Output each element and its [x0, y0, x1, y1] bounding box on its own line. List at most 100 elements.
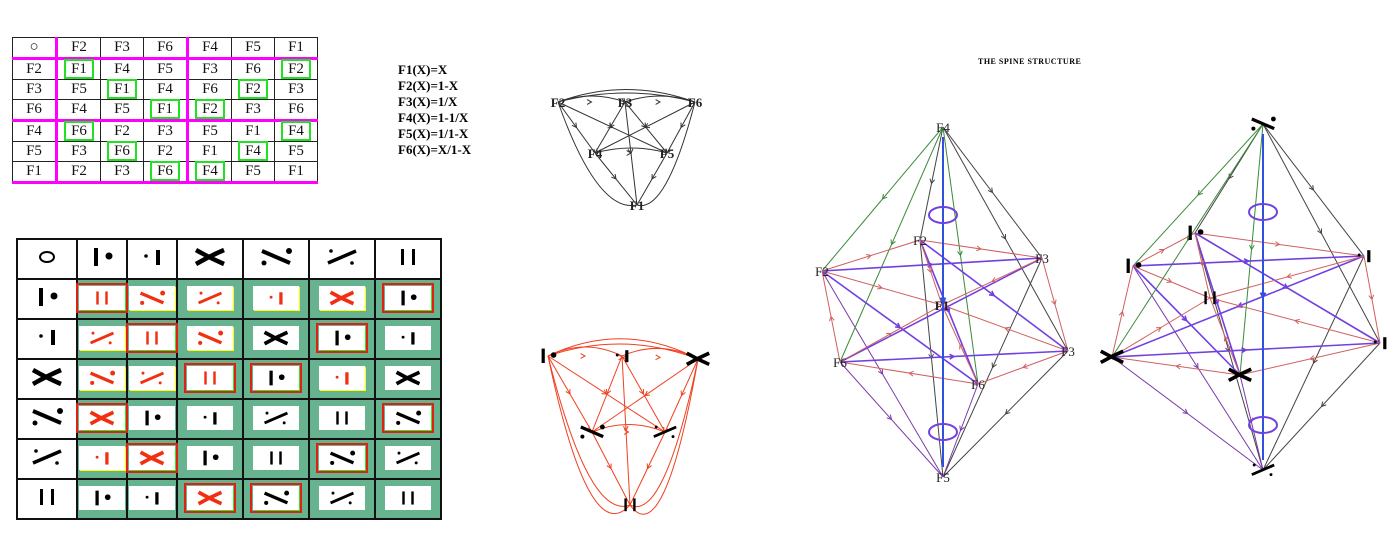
arrow-icon [592, 148, 599, 155]
symbol-cell-cross [76, 398, 128, 440]
cell-value: F3 [202, 61, 218, 77]
arrow-icon [644, 390, 651, 397]
symbol-cell-bar-dot [374, 278, 442, 320]
cell-value: F6 [64, 121, 94, 141]
graph-edge [636, 101, 696, 207]
symbol-cell-slash-dots [242, 398, 310, 440]
spine-node-f2b: F2 [815, 264, 829, 279]
arrow-icon [928, 353, 934, 360]
cell-value: F3 [71, 143, 87, 159]
symbol-graph-edge [591, 424, 666, 433]
arrow-icon [1001, 233, 1007, 240]
arrow-icon [959, 343, 965, 350]
arrow-icon [1317, 228, 1323, 235]
cell-value: F3 [245, 101, 261, 117]
arrow-icon [1223, 335, 1230, 342]
bar-dot-icon [382, 283, 434, 313]
cell-value: F6 [245, 61, 261, 77]
table-cell: F2 [56, 37, 101, 60]
dot-bar-icon [79, 446, 125, 470]
symbol-cell-backslash-dots [308, 438, 376, 480]
node-f2: F2 [551, 95, 565, 110]
arrow-icon [988, 290, 996, 297]
table-cell: F5 [231, 161, 275, 184]
symbol-cell-double-bar [76, 278, 128, 320]
symbol-cell-slash-dots [176, 278, 244, 320]
arrow-icon [926, 267, 933, 274]
arrow-icon [885, 332, 892, 338]
spine-node-f3b: F3 [1061, 344, 1075, 359]
table-cell: F4 [187, 161, 232, 184]
symbol-composition-table [16, 238, 442, 520]
cell-value: F2 [195, 99, 225, 119]
formula-f5: F5(X)=1/1-X [398, 126, 469, 141]
cross-icon [1227, 367, 1252, 383]
table-cell: F6 [143, 161, 189, 184]
arrow-icon [605, 388, 612, 395]
formula-f6: F6(X)=X/1-X [398, 142, 472, 157]
cell-value: F4 [71, 101, 87, 117]
node-f4: F4 [588, 146, 603, 161]
arrow-icon [1004, 326, 1011, 333]
cell-value: F2 [26, 61, 42, 77]
arrow-icon [1228, 173, 1234, 180]
table-cell: F6 [12, 99, 58, 122]
arrow-icon [1320, 401, 1327, 408]
bar-dot-icon [250, 363, 302, 393]
symbol-cell-cross [176, 238, 244, 280]
cell-value: F2 [71, 163, 87, 179]
arrow-icon [626, 150, 633, 156]
cell-value: F1 [26, 163, 42, 179]
cell-value: F1 [150, 99, 180, 119]
spine-node-f3a: F3 [1035, 251, 1049, 266]
symbol-cell-double-bar [374, 238, 442, 280]
arrow-icon [881, 193, 888, 200]
arrow-icon [987, 187, 994, 194]
arrow-icon [655, 99, 662, 105]
arrow-icon [877, 368, 884, 375]
arrow-icon [957, 250, 963, 257]
arrow-icon [611, 173, 617, 180]
spine-node-f6a: F6 [833, 355, 847, 370]
backslash-dots-icon [79, 366, 125, 390]
cell-value: F4 [238, 141, 268, 161]
slash-dots-icon [187, 286, 233, 310]
table-cell: F3 [143, 120, 189, 142]
dot-bar-icon [1357, 250, 1371, 263]
spine-node-f1: F1 [935, 298, 949, 313]
arrow-icon [586, 99, 593, 105]
arrow-icon [680, 390, 686, 397]
slash-dots-icon [253, 406, 299, 430]
loop-icon [1248, 203, 1278, 221]
spine-node-top: F4 [936, 120, 950, 135]
table-cell: F4 [187, 37, 232, 60]
cell-value: F5 [71, 81, 87, 97]
table-cell: F5 [143, 58, 189, 80]
bar-dot-icon [79, 486, 125, 510]
cell-value: F1 [288, 163, 304, 179]
arrow-icon [829, 315, 835, 322]
cell-value: F5 [202, 123, 218, 139]
arrow-icon [638, 388, 645, 395]
cell-value: F5 [114, 101, 130, 117]
cell-value: F4 [26, 123, 42, 139]
graph-edge [557, 101, 638, 207]
cell-value: F2 [281, 59, 311, 79]
symbol-cell-dot-bar [176, 398, 244, 440]
arrow-icon [655, 354, 662, 361]
arrow-icon [929, 178, 936, 185]
cell-value: F4 [157, 81, 173, 97]
cell-value: F6 [150, 161, 180, 181]
symbol-cell-slash-dots [308, 238, 376, 280]
double-bar-icon [1204, 291, 1216, 305]
table-cell: F1 [274, 161, 318, 184]
cell-value: F5 [245, 39, 261, 55]
slash-dots-icon [79, 326, 125, 350]
arrow-icon [1004, 409, 1011, 415]
cell-value: F1 [245, 123, 261, 139]
table-cell: F6 [143, 37, 189, 60]
symbol-cell-bar-dot [308, 318, 376, 360]
double-bar-icon [624, 498, 636, 512]
cross-icon [319, 286, 365, 310]
symbol-cell-backslash-dots [242, 238, 310, 280]
